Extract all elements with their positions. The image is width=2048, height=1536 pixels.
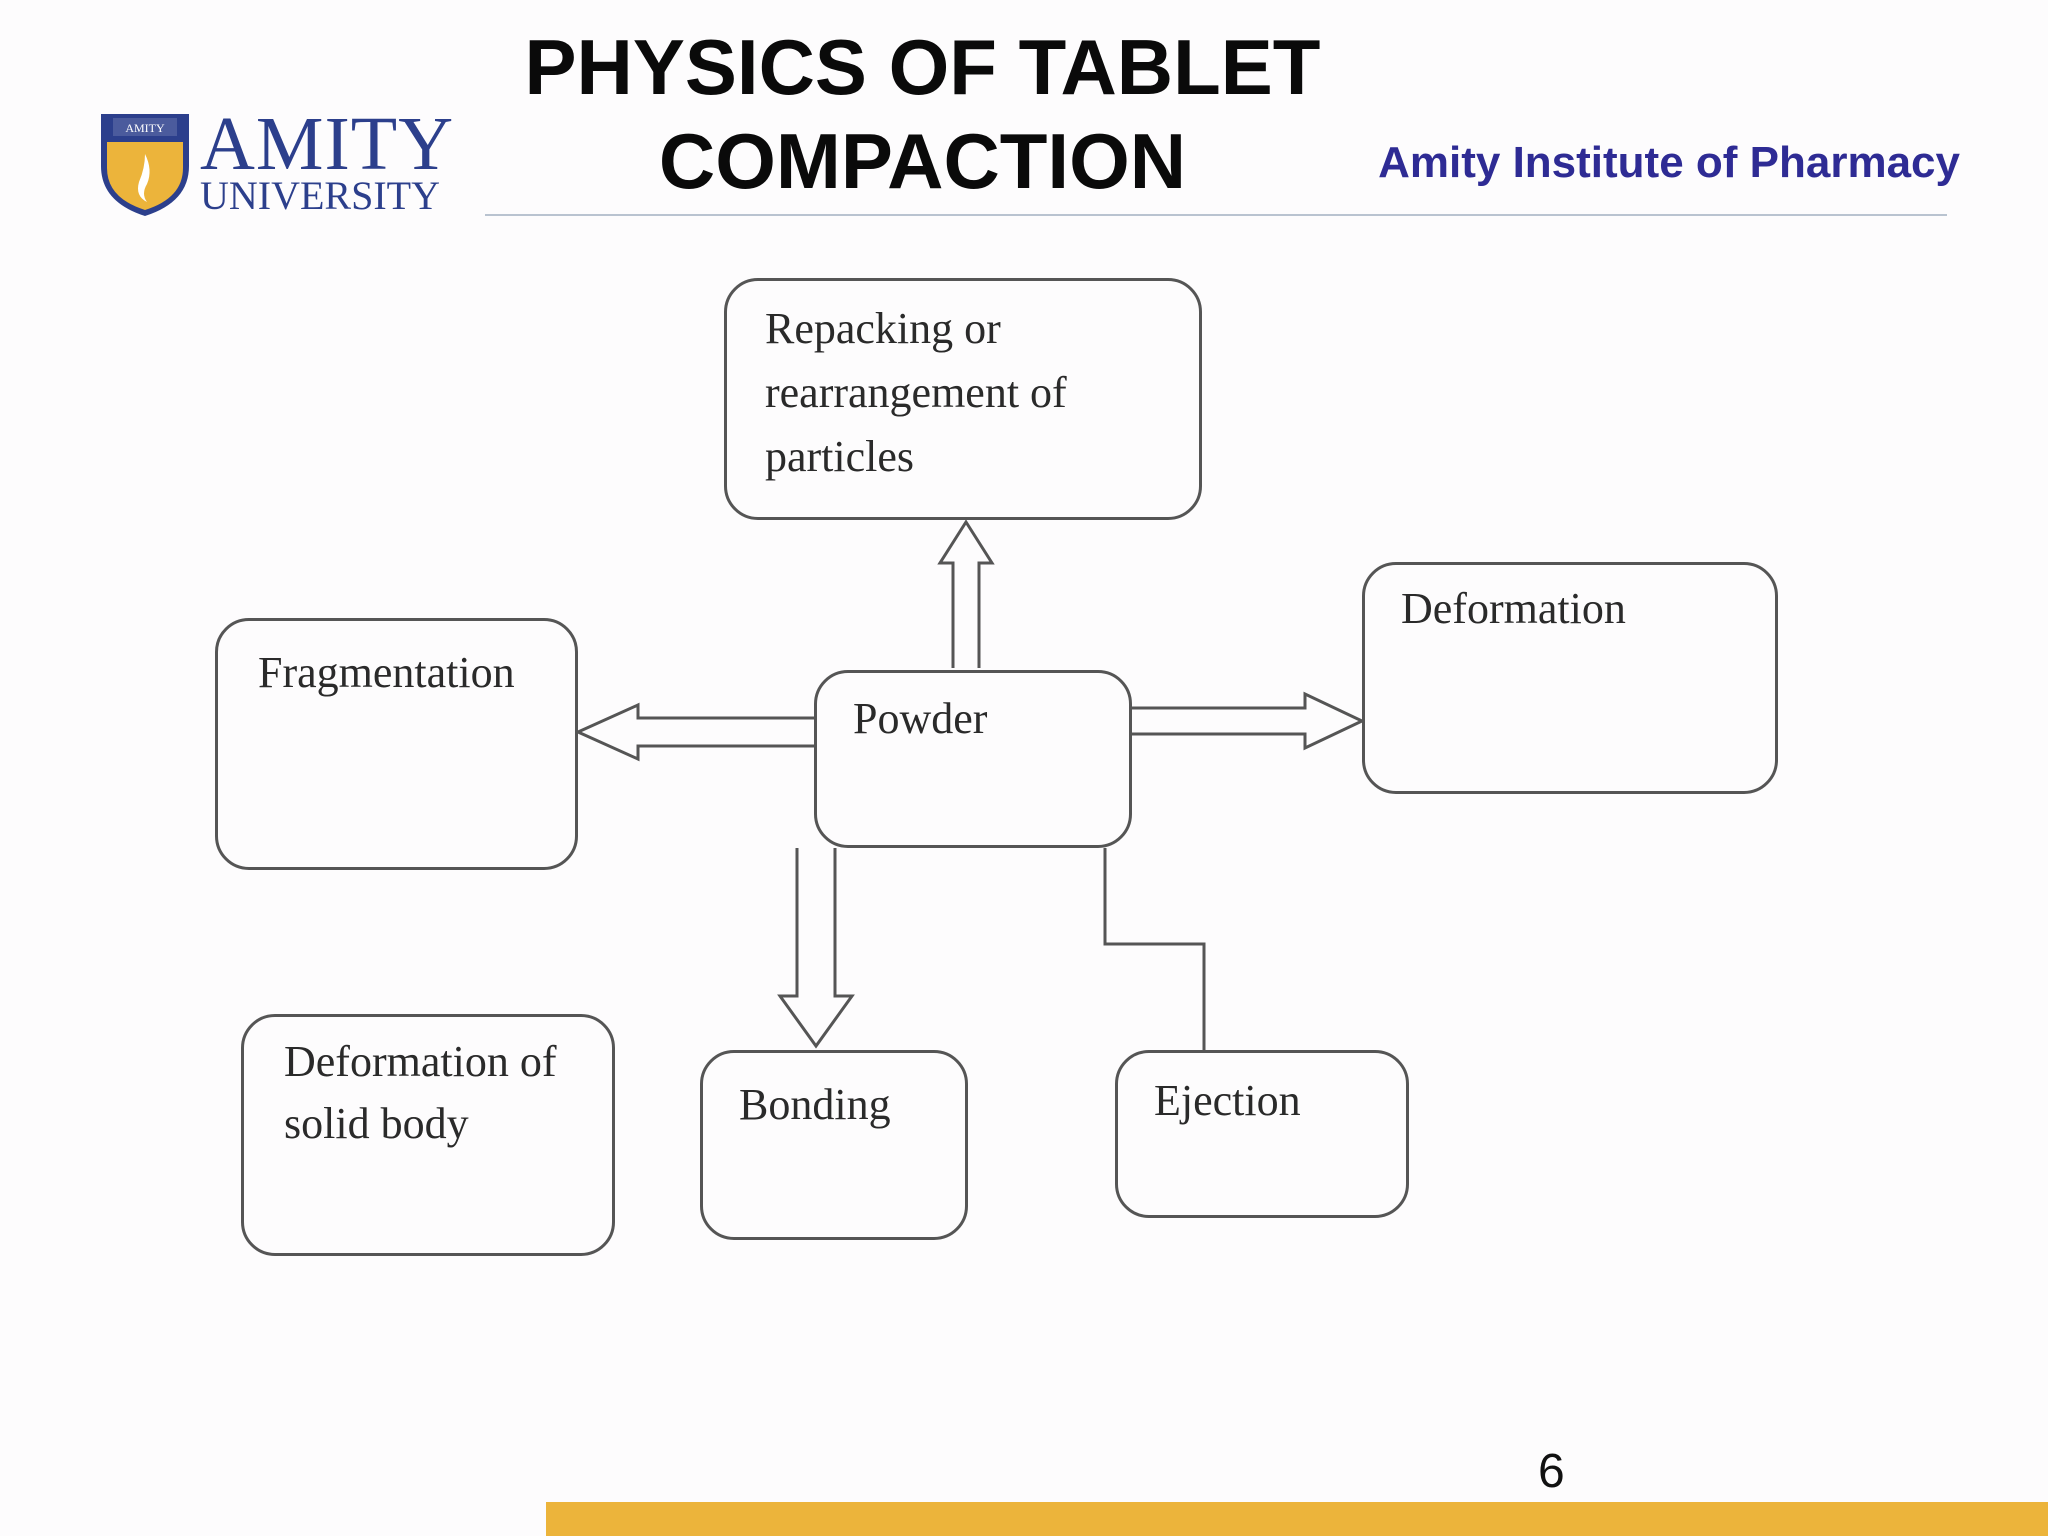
deformation-solid-line-1: Deformation of — [284, 1037, 557, 1086]
svg-text:AMITY: AMITY — [125, 121, 165, 135]
ejection-label: Ejection — [1154, 1076, 1301, 1125]
arrow-down-to-bonding — [777, 848, 855, 1049]
ejection-box: Ejection — [1115, 1050, 1409, 1218]
institute-name: Amity Institute of Pharmacy — [1378, 138, 1960, 187]
connector-to-ejection — [1103, 848, 1206, 1050]
fragmentation-label: Fragmentation — [258, 648, 515, 697]
slide-title: PHYSICS OF TABLET COMPACTION — [430, 20, 1415, 208]
repacking-line-2: rearrangement of — [765, 368, 1067, 417]
powder-label: Powder — [853, 694, 988, 743]
deformation-solid-body-label: Deformation of solid body — [284, 1031, 556, 1155]
arrow-left-to-fragmentation — [574, 702, 815, 762]
footer-bar — [546, 1502, 2048, 1536]
deformation-box: Deformation — [1362, 562, 1778, 794]
amity-shield-icon: AMITY — [101, 114, 189, 216]
header-divider — [485, 214, 1947, 216]
bonding-box: Bonding — [700, 1050, 968, 1240]
bonding-label: Bonding — [739, 1080, 891, 1129]
page-number: 6 — [1538, 1445, 1565, 1498]
repacking-line-3: particles — [765, 432, 915, 481]
amity-university-logo: AMITY AMITY UNIVERSITY — [95, 100, 455, 225]
deformation-solid-body-box: Deformation of solid body — [241, 1014, 615, 1256]
slide-title-line-1: PHYSICS OF TABLET — [524, 23, 1321, 111]
arrow-right-to-deformation — [1130, 691, 1366, 751]
slide-title-line-2: COMPACTION — [658, 117, 1187, 205]
powder-box: Powder — [814, 670, 1132, 848]
repacking-line-1: Repacking or — [765, 304, 1001, 353]
deformation-label: Deformation — [1401, 584, 1626, 633]
repacking-label: Repacking or rearrangement of particles — [765, 297, 1067, 489]
logo-subtext: UNIVERSITY — [200, 173, 440, 218]
repacking-box: Repacking or rearrangement of particles — [724, 278, 1202, 520]
fragmentation-box: Fragmentation — [215, 618, 578, 870]
arrow-up-to-repacking — [937, 519, 995, 668]
deformation-solid-line-2: solid body — [284, 1099, 469, 1148]
logo-wordmark: AMITY — [200, 102, 455, 186]
